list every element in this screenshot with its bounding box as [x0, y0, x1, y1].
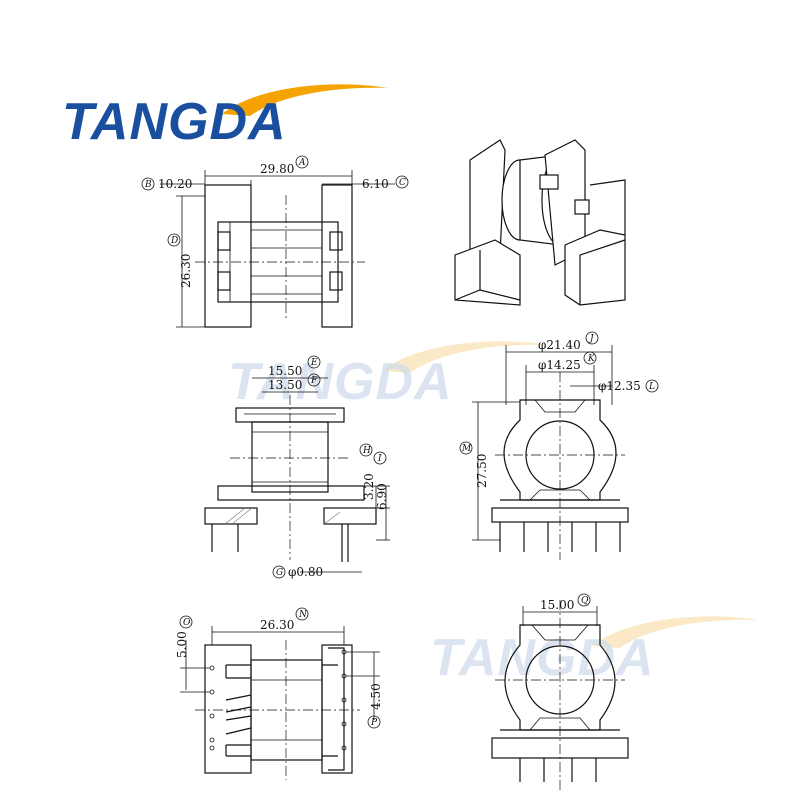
top-view: 29.80 A B 10.20 6.10 C 26.30 D [141, 155, 409, 328]
dim-m-value: 27.50 [475, 454, 489, 488]
dim-e-value: 15.50 [268, 364, 302, 378]
dim-m-tag: M [461, 444, 472, 454]
dim-b-value: 10.20 [158, 177, 192, 191]
watermark: TANGDA [228, 353, 453, 411]
dim-j-tag: J [588, 334, 595, 344]
dim-d-value: 26.30 [179, 254, 193, 288]
dim-o-value: 5.00 [175, 631, 189, 658]
dim-g-tag: G [276, 568, 283, 578]
dim-h-value: 3.20 [362, 473, 376, 500]
bottom-view: 26.30 N 5.00 O 4.50 P [175, 607, 383, 780]
watermark-swoosh [592, 616, 758, 648]
dim-f-value: 13.50 [268, 378, 302, 392]
dim-o-tag: O [183, 618, 191, 628]
dim-b-tag: B [144, 180, 152, 190]
dim-i-tag: I [377, 454, 382, 464]
dim-q-value: 15.00 [540, 598, 574, 612]
dim-k-tag: K [587, 354, 596, 364]
dim-e-tag: E [310, 358, 318, 368]
dim-g-value: φ0.80 [288, 565, 323, 579]
dim-i-value: 6.90 [375, 483, 389, 510]
dim-n-tag: N [298, 610, 308, 620]
dim-a-value: 29.80 [260, 162, 294, 176]
dim-p-value: 4.50 [369, 683, 383, 710]
dim-q-tag: Q [581, 596, 589, 606]
dim-p-tag: P [370, 718, 378, 728]
dim-a-tag: A [298, 158, 306, 168]
watermark: TANGDA [430, 629, 655, 687]
dim-c-value: 6.10 [362, 177, 389, 191]
brand-logo: TANGDA [62, 93, 287, 151]
logo-swoosh [222, 84, 388, 116]
dim-f-tag: F [310, 376, 318, 386]
end-view: 15.00 Q [491, 593, 629, 790]
side-view: φ21.40 J φ14.25 K φ12.35 L 27.50 M [459, 331, 659, 560]
dim-l-tag: L [648, 382, 655, 392]
dim-h-tag: H [362, 446, 371, 456]
dim-d-tag: D [170, 236, 178, 246]
watermark-swoosh [382, 341, 548, 373]
dim-j-value: φ21.40 [538, 338, 581, 352]
dim-c-tag: C [399, 178, 406, 188]
dim-k-value: φ14.25 [538, 358, 581, 372]
isometric-view [454, 139, 626, 306]
dim-l-value: φ12.35 [598, 379, 641, 393]
front-view: 15.50 E 13.50 F 3.20 6.90 H I G φ0.80 [204, 355, 390, 579]
dim-n-value: 26.30 [260, 618, 294, 632]
